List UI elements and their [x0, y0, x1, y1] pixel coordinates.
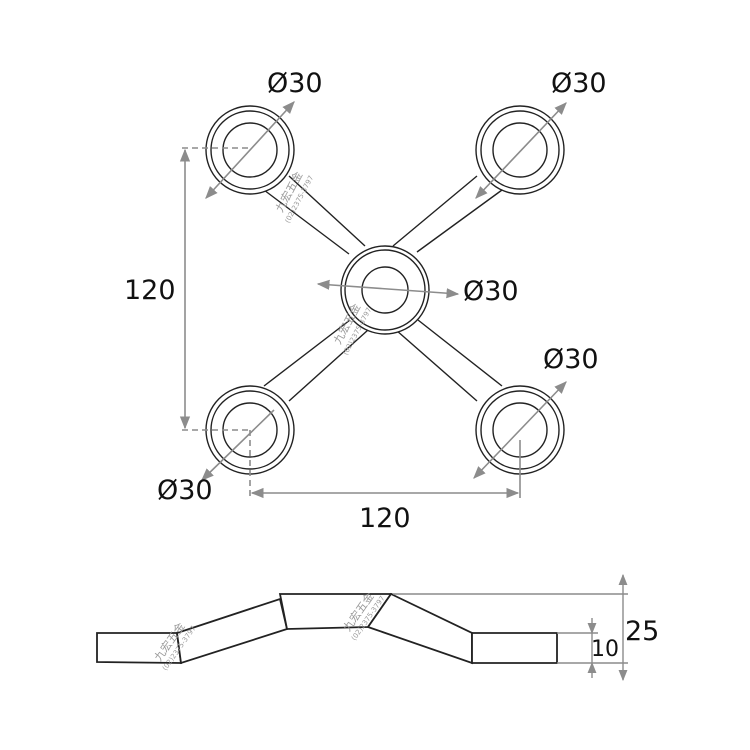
arm-bottom-left	[263, 319, 369, 402]
horizontal-spacing-label: 120	[359, 503, 411, 534]
dia-label-bottom-right: Ø30	[543, 344, 599, 375]
right-pad	[471, 632, 558, 664]
horizontal-dimension	[250, 440, 521, 499]
dia-label-center: Ø30	[463, 276, 519, 307]
leader-center	[316, 279, 460, 299]
right-arm	[366, 592, 473, 665]
vertical-spacing-label: 120	[124, 275, 176, 306]
leader-bottom-left	[201, 409, 275, 481]
leader-top-right	[475, 102, 567, 199]
side-profile	[96, 592, 558, 665]
top-view: Ø30 Ø30 Ø30 Ø30 Ø30 120 120 九宏五金 (02)237…	[124, 68, 607, 534]
spider-arms	[263, 175, 503, 402]
arm-top-right	[392, 175, 503, 253]
diameter-leaders	[201, 101, 567, 481]
leader-bottom-right	[473, 381, 567, 479]
pad-dimension	[557, 618, 598, 678]
leader-top-left	[205, 101, 295, 199]
dia-label-bottom-left: Ø30	[157, 475, 213, 506]
arm-top-left	[263, 175, 366, 255]
pad-thickness-label: 10	[591, 637, 619, 662]
arm-bottom-right	[395, 319, 503, 402]
vertical-dimension	[179, 147, 251, 498]
total-height-label: 25	[625, 616, 659, 647]
dia-label-top-left: Ø30	[267, 68, 323, 99]
dia-label-top-right: Ø30	[551, 68, 607, 99]
side-view: 25 10 九宏五金 (02)2375-3797 九宏五金 (02)2375-3…	[96, 573, 659, 682]
